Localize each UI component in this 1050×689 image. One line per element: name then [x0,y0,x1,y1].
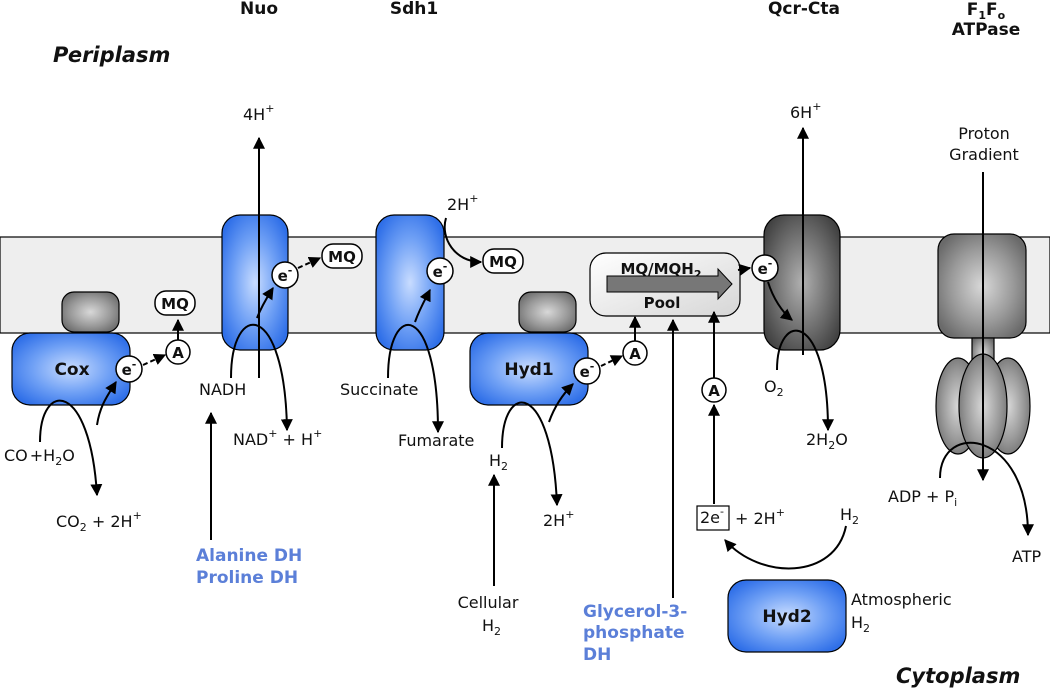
cox-electron-arrow [96,380,117,426]
sdh1-electron [426,257,454,285]
cox-substrate-co-h2o: CO+H2O [4,446,75,468]
atpase-atp-label: ATP [1012,547,1041,566]
cox-a-label: A [172,344,184,362]
nuo-electron-arrow [256,286,274,319]
enzyme-g3p-line1: Glycerol-3- [583,602,687,622]
cox-product-co2-2h: CO2 + 2H+ [56,509,142,534]
nuo-nadh-curve [230,323,293,432]
enzyme-proline-dh: Proline DH [196,568,298,588]
sdh1-mq-label: MQ [489,253,517,271]
sdh1-fumarate-label: Fumarate [398,431,474,450]
sdh1-electron-arrow [414,288,431,323]
qcr-cta-o2-curve [776,329,834,432]
sdh1-succinate-curve [387,324,444,434]
atmospheric-h2-label: H2 [851,613,870,635]
header-atpase-line2: ATPase [952,20,1021,40]
hyd2-2e-box [696,505,730,531]
header-atpase-line1: F1Fo [967,0,1006,22]
mq-pool-line2: Pool [644,294,681,312]
cox-electron [115,355,143,383]
hyd1-label: Hyd1 [504,360,553,380]
qcr-cta-2h2o-label: 2H2O [806,430,848,452]
hyd1-h2-curve [501,401,563,507]
cox-electron-to-a [142,354,167,366]
atpase-adp-label: ADP + Pi [888,487,957,509]
enzyme-g3p-line2: phosphate [583,623,684,643]
hyd2-h2-curve [724,525,847,570]
hyd2-h2-label: H2 [840,505,859,527]
qcr-cta-proton-label: 6H+ [790,100,821,122]
header-nuo: Nuo [240,0,278,19]
hyd2-a-label: A [708,382,720,400]
region-cytoplasm: Cytoplasm [896,664,1020,688]
enzyme-g3p-line3: DH [583,645,611,665]
sdh1-succinate-label: Succinate [340,380,418,399]
cox-subunit-grey [61,291,120,333]
nuo-electron [271,261,299,289]
qcr-cta-electron-arrow [767,281,793,321]
header-sdh1: Sdh1 [390,0,438,19]
hyd1-electron-to-a [600,355,624,367]
hyd1-a-label: A [629,345,641,363]
hyd2-2e-label: 2e- [700,505,724,527]
sdh1-proton-curve [443,217,483,268]
qcr-cta-electron [751,254,779,282]
mq-pool-arrow [606,267,733,301]
hyd1-electron-arrow [548,383,574,423]
cellular-h2-line2: H2 [482,616,501,638]
pool-to-qcr-electron [737,263,752,276]
cox-label: Cox [54,360,89,380]
cox-mq-label: MQ [161,295,189,313]
nuo-mq [321,243,363,269]
hyd1-electron [573,357,601,385]
proton-gradient-line1: Proton [958,124,1010,143]
sdh1-proton-label: 2H+ [447,192,478,214]
proton-gradient-line2: Gradient [949,145,1019,164]
hyd1-h2-label: H2 [489,451,508,473]
cellular-h2-line1: Cellular [458,593,519,612]
nuo-electron-to-mq [297,257,322,269]
atpase-adp-curve [939,441,1034,537]
hyd2-complex [727,579,847,653]
hyd1-2h-label: 2H+ [543,508,574,530]
header-qcr-cta: Qcr-Cta [768,0,840,19]
cox-mq [154,290,196,316]
nuo-nad-product: NAD+ + H+ [233,427,322,449]
hyd2-label: Hyd2 [762,607,811,627]
nuo-mq-label: MQ [328,248,356,266]
qcr-cta-o2-label: O2 [764,377,784,399]
enzyme-alanine-dh: Alanine DH [196,546,302,566]
region-periplasm: Periplasm [53,43,170,67]
nuo-proton-label: 4H+ [243,102,274,124]
cox-curve-arrow [39,399,103,497]
hyd1-subunit-grey [518,291,577,333]
hyd2-2h-label: + 2H+ [735,506,785,528]
nuo-nadh-label: NADH [199,380,246,399]
sdh1-mq [482,248,524,274]
atmospheric-label: Atmospheric [851,590,952,609]
